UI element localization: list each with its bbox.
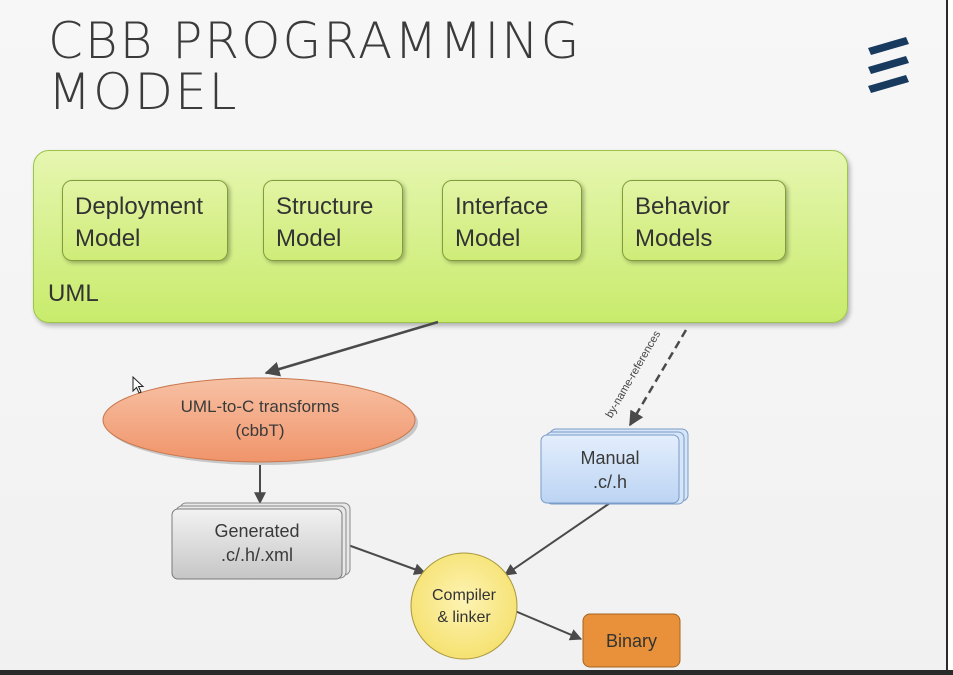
manual-node-text: Manual .c/.h: [541, 446, 679, 494]
interface-model-line2: Model: [455, 225, 521, 252]
manual-to-compiler-arrow: [504, 502, 611, 576]
generated-line1: Generated: [214, 521, 300, 541]
transform-line1: UML-to-C transforms: [180, 397, 340, 416]
structure-model-line1: Structure: [276, 193, 374, 220]
compiler-line1: Compiler: [431, 587, 496, 604]
uml-to-transform-arrow: [264, 320, 439, 377]
uml-to-manual-dashed-arrow: [628, 329, 688, 427]
transform-node-text: UML-to-C transforms (cbbT): [130, 395, 390, 443]
behavior-models-line2: Models: [635, 225, 713, 252]
interface-model-box: Interface Model: [442, 180, 582, 261]
uml-label: UML: [48, 280, 99, 307]
by-name-references-label: by-name-references: [604, 328, 664, 420]
generated-node: [171, 502, 351, 580]
behavior-models-line1: Behavior: [635, 193, 730, 220]
compiler-node: [410, 552, 518, 660]
slide-title-line2: MODEL: [48, 63, 239, 121]
manual-node: [540, 428, 689, 505]
deployment-model-box: Deployment Model: [62, 180, 228, 261]
manual-line2: .c/.h: [592, 472, 627, 492]
compiler-line2: & linker: [437, 609, 491, 626]
structure-model-line2: Model: [276, 225, 342, 252]
binary-node: [582, 613, 681, 668]
ericsson-logo-icon: [868, 37, 909, 93]
slide-title-line1: CBB PROGRAMMING: [48, 12, 582, 70]
transform-line2: (cbbT): [235, 421, 285, 440]
deployment-model-line1: Deployment: [75, 193, 204, 220]
generated-node-text: Generated .c/.h/.xml: [172, 519, 342, 567]
behavior-models-box: Behavior Models: [622, 180, 786, 261]
interface-model-line1: Interface: [455, 193, 549, 220]
slide-title: CBB PROGRAMMING MODEL: [48, 16, 581, 118]
compiler-to-binary-arrow: [514, 610, 583, 641]
transform-node: [102, 377, 416, 463]
compiler-node-text: Compiler & linker: [412, 585, 516, 629]
deployment-model-line2: Model: [75, 225, 141, 252]
generated-to-compiler-arrow: [347, 544, 427, 575]
mouse-cursor-icon: [132, 376, 145, 394]
structure-model-box: Structure Model: [263, 180, 403, 261]
generated-line2: .c/.h/.xml: [220, 545, 293, 565]
binary-node-text: Binary: [605, 631, 658, 651]
manual-line1: Manual: [580, 448, 640, 468]
window-bottom-border: [0, 670, 953, 675]
